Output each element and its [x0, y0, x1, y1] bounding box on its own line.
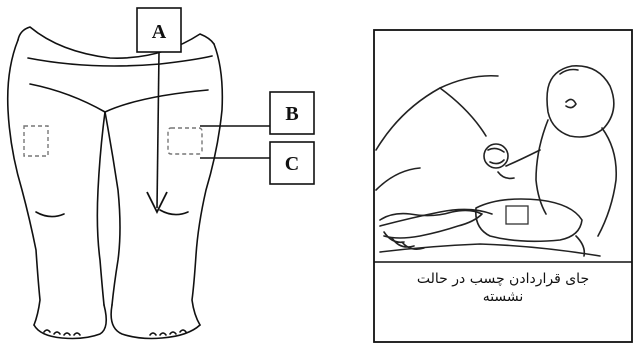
patch-marker-left-thigh	[24, 126, 48, 156]
caption-line-1: جای قراردادن چسب در حالت	[376, 270, 630, 288]
waist-line	[18, 27, 214, 58]
patch-marker-right-thigh	[168, 128, 202, 154]
left-foot	[34, 305, 106, 339]
right-knee	[160, 210, 188, 215]
patch-marker-seated	[506, 206, 528, 224]
left-leg-outer	[8, 40, 40, 325]
left-toes	[44, 330, 80, 335]
legs-drawing	[8, 27, 223, 339]
caption-line-2: نشسته	[376, 288, 630, 306]
underwear-bottom	[30, 84, 208, 112]
right-leg-inner	[105, 112, 120, 305]
panel-caption: جای قراردادن چسب در حالت نشسته	[376, 270, 630, 306]
right-leg-outer	[192, 44, 222, 325]
label-a: A	[152, 21, 167, 43]
left-leg-inner	[97, 112, 105, 305]
left-knee	[36, 212, 64, 217]
label-b: B	[285, 103, 298, 125]
label-c: C	[285, 153, 299, 175]
arrow-a-shaft	[157, 52, 159, 208]
